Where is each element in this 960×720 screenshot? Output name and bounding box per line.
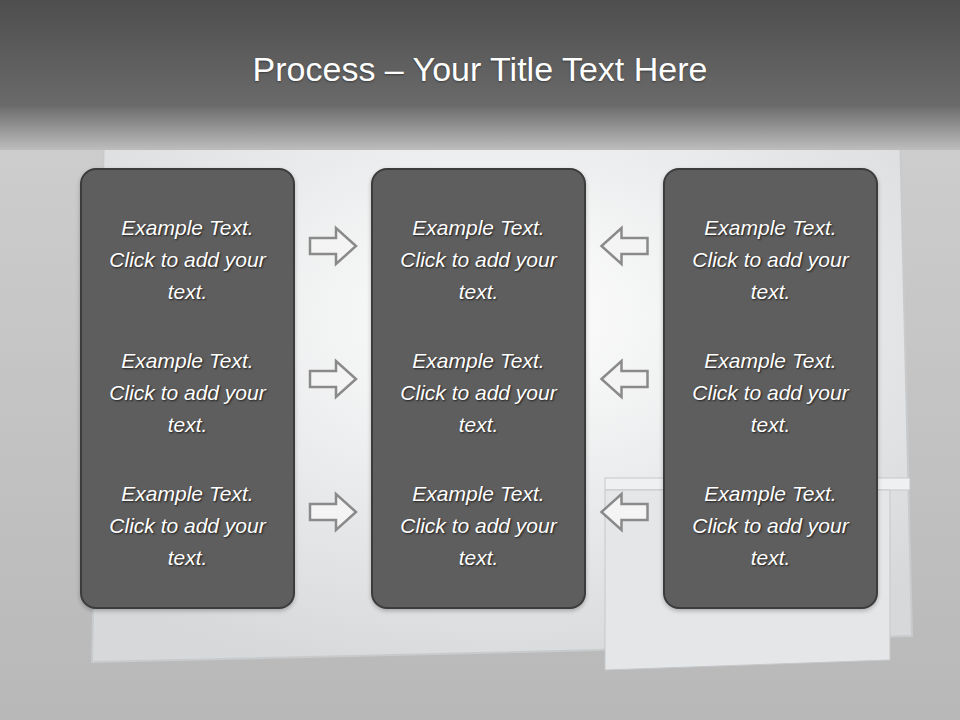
box-text: Example Text. Click to add your text. xyxy=(103,212,273,308)
box-text: Example Text. Click to add your text. xyxy=(686,478,856,574)
box-text: Example Text. Click to add your text. xyxy=(394,345,564,441)
block-arrow xyxy=(310,228,356,264)
process-box: Example Text. Click to add your text. Exa… xyxy=(663,168,878,609)
box-text: Example Text. Click to add your text. xyxy=(686,345,856,441)
box-text: Example Text. Click to add your text. xyxy=(103,478,273,574)
process-box: Example Text. Click to add your text. Exa… xyxy=(371,168,586,609)
box-text: Example Text. Click to add your text. xyxy=(686,212,856,308)
block-arrow xyxy=(602,494,648,530)
box-text: Example Text. Click to add your text. xyxy=(394,478,564,574)
block-arrow xyxy=(602,361,648,397)
block-arrow xyxy=(310,361,356,397)
box-text: Example Text. Click to add your text. xyxy=(394,212,564,308)
slide-title: Process – Your Title Text Here xyxy=(0,50,960,89)
process-box: Example Text. Click to add your text. Exa… xyxy=(80,168,295,609)
block-arrow xyxy=(310,494,356,530)
block-arrow xyxy=(602,228,648,264)
box-text: Example Text. Click to add your text. xyxy=(103,345,273,441)
